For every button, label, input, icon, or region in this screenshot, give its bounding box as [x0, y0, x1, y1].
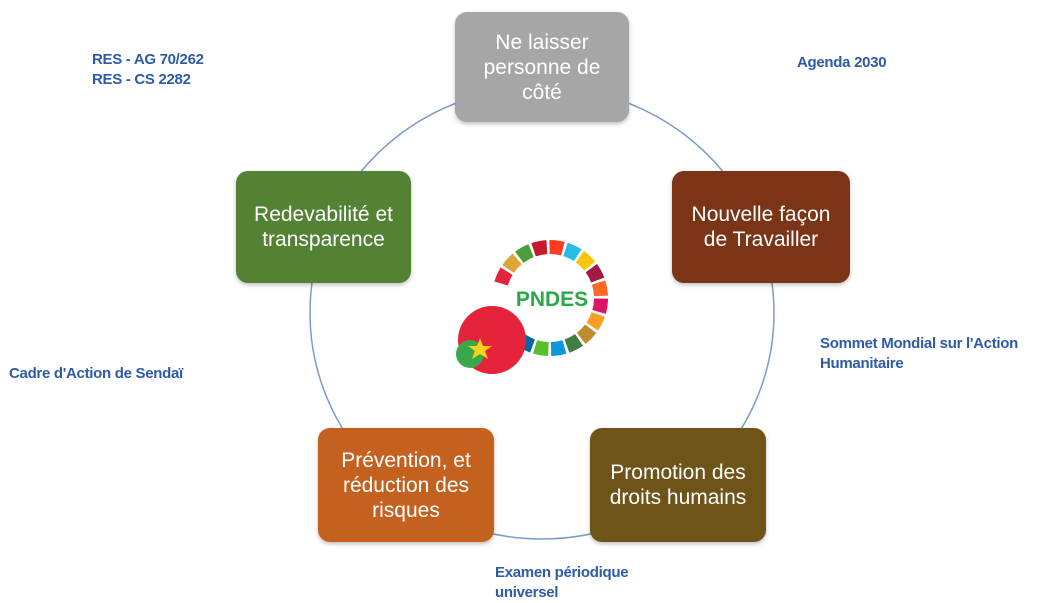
sdg-wheel-segment — [592, 298, 608, 314]
sdg-wheel-segment — [502, 253, 522, 273]
sdg-wheel-segment — [586, 312, 605, 331]
sdg-wheel-segment — [564, 334, 583, 353]
node-ne-laisser-personne: Ne laisser personne de côté — [455, 12, 629, 122]
pndes-text: PNDES — [516, 288, 588, 311]
sdg-wheel-segment — [576, 324, 597, 344]
pndes-logo: PNDES — [456, 240, 608, 374]
node-prevention-risques: Prévention, et réduction des risques — [318, 428, 494, 542]
node-label: Redevabilité et transparence — [254, 203, 393, 251]
sdg-wheel-segment — [533, 340, 549, 356]
label-sommet-mondial: Sommet Mondial sur l'Action Humanitaire — [820, 335, 1018, 372]
sdg-wheel-segment — [515, 244, 534, 263]
sdg-wheel-segment — [591, 280, 608, 297]
node-label: Prévention, et réduction des risques — [341, 448, 471, 522]
sdg-wheel-segment — [531, 240, 548, 257]
node-redevabilite: Redevabilité et transparence — [236, 171, 411, 283]
node-nouvelle-facon: Nouvelle façon de Travailler — [672, 171, 850, 283]
sdg-wheel-segment — [494, 267, 513, 286]
star-icon — [468, 338, 492, 359]
node-promotion-droits: Promotion des droits humains — [590, 428, 766, 542]
label-cadre-sendai: Cadre d'Action de Sendaï — [9, 365, 183, 382]
sdg-wheel-segment — [563, 242, 582, 262]
node-label: Promotion des droits humains — [609, 461, 747, 509]
label-res-ag-cs: RES - AG 70/262 RES - CS 2282 — [92, 51, 204, 88]
node-label: Nouvelle façon de Travailler — [691, 203, 831, 251]
sdg-wheel-segment — [575, 251, 596, 271]
sdg-wheel-segment — [585, 264, 605, 283]
label-agenda-2030: Agenda 2030 — [797, 54, 887, 71]
label-examen-periodique: Examen périodique universel — [495, 564, 629, 601]
sdg-wheel-segment — [549, 240, 565, 256]
node-label: Ne laisser personne de côté — [483, 30, 601, 104]
sdg-wheel-segment — [550, 340, 567, 356]
